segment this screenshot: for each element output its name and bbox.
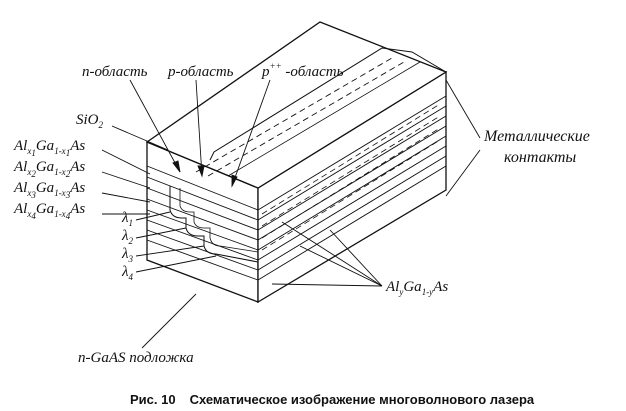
n-region-boundary [195,57,393,173]
p-plus-region-label: p++ -область [261,61,344,80]
lambda-2-label: λ2 [121,228,134,246]
p-region-boundary [207,61,405,177]
algaas-layer-2-label: Alx2Ga1-x2As [13,159,85,179]
alygaas-label: AlyGa1-yAs [385,279,448,297]
figure-number: Рис. 10 [130,392,176,407]
top-contact-inner [227,61,421,177]
side-active-stripes [261,103,441,251]
active-region-steps-2 [179,188,259,253]
active-region-steps [169,186,259,263]
n-region-label: n-область [82,64,148,80]
lambda-4-label: λ4 [121,264,134,282]
algaas-layer-1-label: Alx1Ga1-x1As [13,138,85,158]
lambda-3-label: λ3 [121,246,134,264]
leader-lines [101,79,481,349]
metal-contacts-label-line2: контакты [504,149,576,166]
algaas-layer-3-label: Alx3Ga1-x3As [13,180,85,200]
labels: n-область р-область p++ -область SiO2 Al… [13,61,590,407]
side-layers [257,95,447,281]
figure-caption-text: Схематическое изображение многоволнового… [190,392,535,407]
laser-block [145,21,448,304]
front-layers [146,165,259,281]
sio2-label: SiO2 [76,112,104,130]
algaas-layer-4-label: Alx4Ga1-x4As [13,201,85,221]
top-contact-ridge [209,47,447,161]
lambda-1-label: λ1 [121,210,133,228]
figure-caption: Рис. 10 Схематическое изображение многово… [130,392,535,407]
metal-contacts-label-line1: Металлические [483,128,590,145]
p-region-label: р-область [167,64,234,80]
substrate-label: n-GaAS подложка [78,350,194,366]
